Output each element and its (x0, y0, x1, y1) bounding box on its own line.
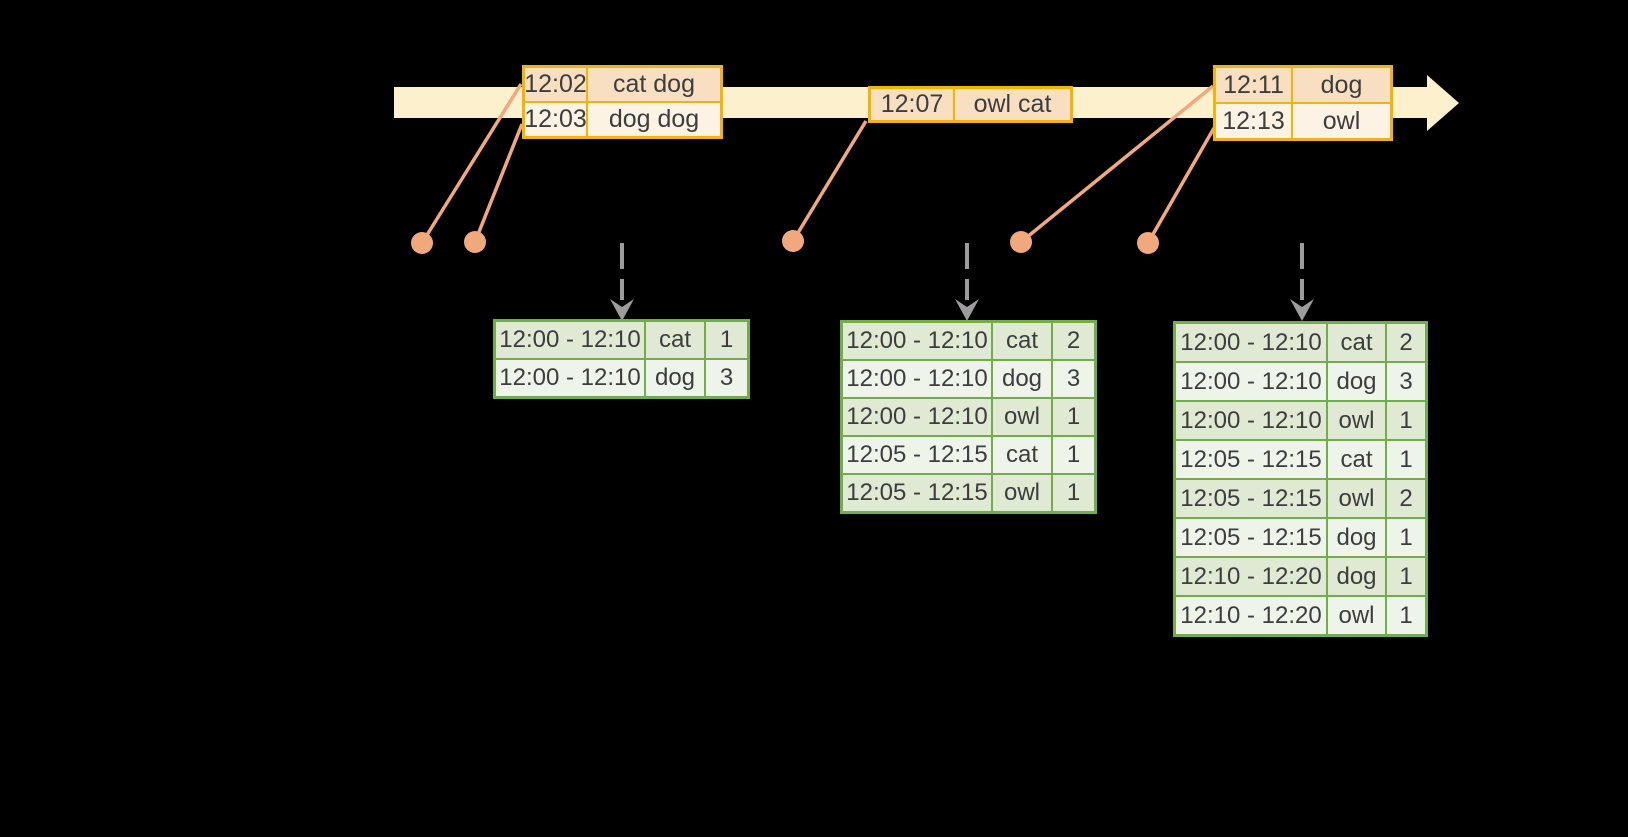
word-cell: owl (1326, 402, 1385, 439)
event-connector-line (1019, 84, 1215, 244)
word-cell: cat (991, 437, 1051, 473)
window-cell: 12:00 - 12:10 (1180, 406, 1322, 434)
count-cell: 3 (704, 360, 747, 396)
event-connector-line (473, 123, 524, 243)
count-cell: 1 (1385, 519, 1425, 556)
word-cell: dog (991, 361, 1051, 397)
window-cell: 12:10 - 12:20 (1180, 601, 1322, 629)
window-cell: 12:05 - 12:15 (846, 479, 988, 506)
count-cell: 2 (1385, 324, 1425, 361)
window-cell: 12:00 - 12:10 (846, 365, 988, 392)
count-cell: 3 (1385, 363, 1425, 400)
count-cell: 1 (1051, 475, 1094, 511)
word-cell: cat (644, 322, 704, 358)
window-cell: 12:00 - 12:10 (1180, 328, 1322, 356)
trigger-arrowhead-icon (955, 299, 979, 321)
window-cell: 12:05 - 12:15 (1180, 484, 1322, 512)
count-cell: 1 (704, 322, 747, 358)
count-cell: 1 (1385, 441, 1425, 478)
trigger-arrowhead-icon (610, 299, 634, 321)
trigger-arrowhead-icon (1290, 299, 1314, 321)
window-cell: 12:05 - 12:15 (1180, 523, 1322, 551)
time-cell: 12:07 (880, 90, 944, 118)
window-cell: 12:05 - 12:15 (1180, 445, 1322, 473)
window-cell: 12:10 - 12:20 (1180, 562, 1322, 590)
word-cell: cat (1326, 324, 1385, 361)
window-cell: 12:00 - 12:10 (846, 403, 988, 430)
word-cell: dog (644, 360, 704, 396)
word-cell: cat (991, 323, 1051, 359)
window-cell: 12:00 - 12:10 (499, 364, 641, 391)
table-row: 12:07 owl cat (871, 89, 1070, 120)
words-cell: owl cat (953, 89, 1070, 120)
word-cell: owl (991, 399, 1051, 435)
time-cell: 12:13 (1222, 106, 1285, 135)
word-cell: dog (1326, 519, 1385, 556)
time-cell: 12:11 (1223, 70, 1284, 99)
window-cell: 12:05 - 12:15 (846, 441, 988, 468)
word-cell: owl (1326, 480, 1385, 517)
word-cell: owl (991, 475, 1051, 511)
time-cell: 12:02 (524, 70, 587, 98)
event-dot (1010, 231, 1032, 253)
event-table-2: 12:07 owl cat (868, 86, 1073, 123)
time-cell: 12:03 (524, 105, 587, 133)
words-cell: cat dog (586, 68, 720, 101)
count-cell: 1 (1051, 437, 1094, 473)
event-connector-line (791, 120, 868, 242)
window-cell: 12:00 - 12:10 (846, 327, 988, 354)
words-cell: owl (1291, 104, 1390, 138)
count-cell: 1 (1051, 399, 1094, 435)
word-cell: cat (1326, 441, 1385, 478)
word-cell: dog (1326, 363, 1385, 400)
event-dot (782, 230, 804, 252)
event-dot (464, 231, 486, 253)
window-cell: 12:00 - 12:10 (499, 326, 641, 353)
word-cell: dog (1326, 558, 1385, 595)
timeline-arrowhead-icon (1427, 75, 1459, 131)
event-connector-line (1146, 127, 1216, 244)
count-cell: 2 (1385, 480, 1425, 517)
event-dot (411, 232, 433, 254)
count-cell: 1 (1385, 597, 1425, 634)
words-cell: dog (1291, 68, 1390, 102)
count-cell: 1 (1385, 402, 1425, 439)
count-cell: 3 (1051, 361, 1094, 397)
words-cell: dog dog (586, 103, 720, 136)
event-connector-line (420, 83, 523, 244)
count-cell: 2 (1051, 323, 1094, 359)
window-cell: 12:00 - 12:10 (1180, 367, 1322, 395)
event-dot (1137, 232, 1159, 254)
count-cell: 1 (1385, 558, 1425, 595)
word-cell: owl (1326, 597, 1385, 634)
